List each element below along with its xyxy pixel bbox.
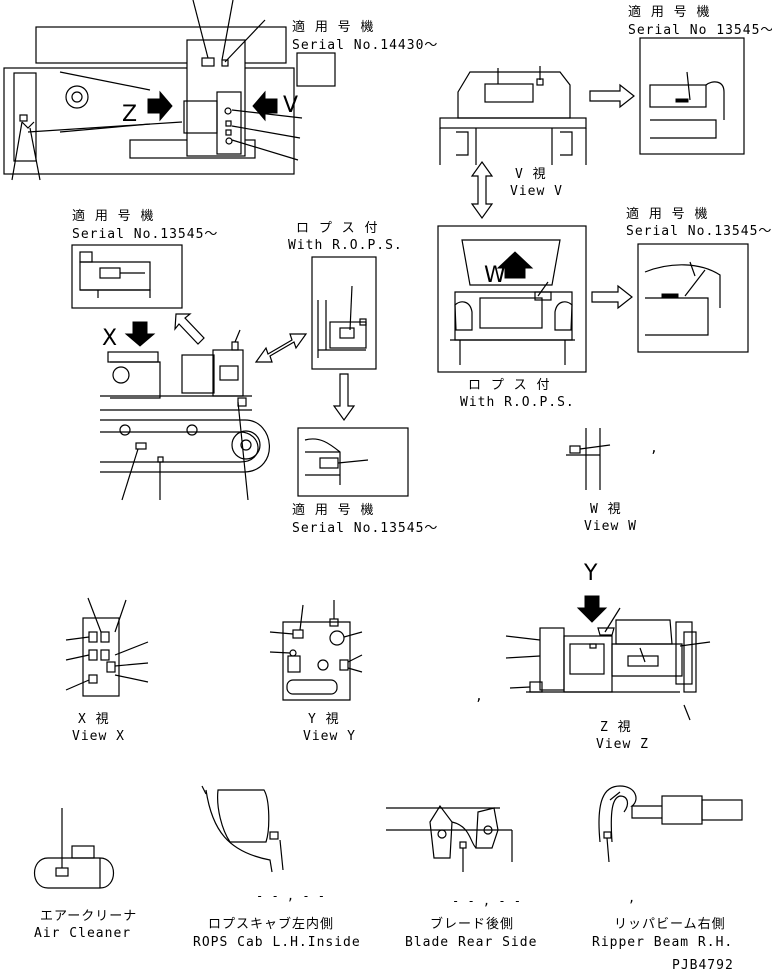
air-cleaner-jp: エアークリーナ [40, 909, 137, 924]
serial-label-en: Serial No 13545〜 [628, 23, 772, 38]
arrow-z: Z [122, 90, 173, 127]
view-x-jp: X 視 [78, 712, 110, 727]
view-v-drawing [439, 66, 587, 165]
view-z-jp: Z 視 [600, 720, 632, 735]
ripper-dot: , [628, 891, 636, 905]
view-z-drawing [505, 607, 711, 721]
serial-label-jp: 適 用 号 機 [628, 4, 710, 20]
view-y-jp: Y 視 [308, 712, 340, 727]
hollow-arrow-up-left [174, 313, 205, 345]
serial-label-jp: 適 用 号 機 [72, 208, 154, 224]
comma-mark: , [475, 689, 484, 704]
view-x-drawing [65, 597, 149, 697]
serial-box-left [71, 244, 183, 309]
serial-label-jp: 適 用 号 機 [292, 19, 374, 35]
blade-rear-drawing [386, 804, 513, 872]
ripper-jp: リッパビーム右側 [614, 917, 726, 932]
drawing-number: PJB4792 [672, 958, 734, 972]
ripper-beam-drawing [598, 785, 743, 863]
arrow-w-letter: W [484, 263, 506, 288]
rops-detail-box [311, 256, 377, 370]
serial-label-en: Serial No.13545〜 [292, 521, 438, 536]
rops-label-en: With R.O.P.S. [460, 395, 575, 410]
rops-cab-jp: ロプスキャブ左内側 [208, 916, 334, 932]
view-w-jp: W 視 [590, 502, 622, 517]
serial-label-en: Serial No.14430〜 [292, 38, 438, 53]
rops-label-en: With R.O.P.S. [288, 238, 403, 253]
blade-jp: ブレード後側 [430, 916, 514, 932]
arrow-v-to-detail [589, 83, 635, 109]
arrow-x-letter: X [102, 326, 117, 351]
serial-label-jp: 適 用 号 機 [292, 502, 374, 518]
double-arrow-diagonal [254, 333, 308, 363]
arrow-v: V [252, 90, 298, 122]
ripper-en: Ripper Beam R.H. [592, 935, 733, 950]
view-v-jp: V 視 [515, 167, 547, 182]
rops-label-jp: ロ プ ス 付 [468, 378, 550, 393]
rops-cab-en: ROPS Cab L.H.Inside [193, 935, 361, 950]
air-cleaner-en: Air Cleaner [34, 926, 131, 941]
blade-en: Blade Rear Side [405, 935, 537, 950]
blade-dots: - - , - - [452, 894, 522, 908]
view-y-drawing [269, 600, 363, 701]
arrow-y [576, 595, 608, 623]
air-cleaner-drawing [34, 808, 114, 889]
arrow-y-letter: Y [583, 561, 598, 586]
view-v-en: View V [510, 184, 563, 199]
view-w-drawing [437, 225, 587, 373]
detail-box-v [639, 37, 745, 155]
rops-label-jp: ロ プ ス 付 [296, 221, 378, 236]
serial-label-en: Serial No.13545〜 [626, 224, 772, 239]
detail-box-w [637, 243, 749, 353]
rops-cab-drawing [201, 785, 284, 873]
double-arrow-vertical [470, 160, 494, 220]
hollow-arrow-down [332, 373, 356, 422]
view-z-en: View Z [596, 737, 649, 752]
view-w-en: View W [584, 519, 637, 534]
arrow-w-to-detail [591, 284, 633, 310]
view-y-en: View Y [303, 729, 356, 744]
machine-top-view [3, 0, 336, 181]
arrow-z-letter: Z [122, 102, 137, 127]
serial-label-jp: 適 用 号 機 [626, 206, 708, 222]
detail-box-bottom-mid [297, 427, 409, 497]
view-w-small-detail [566, 428, 611, 490]
machine-side-view [100, 329, 270, 501]
serial-label-en: Serial No.13545〜 [72, 227, 218, 242]
view-x-en: View X [72, 729, 125, 744]
arrow-v-letter: V [283, 93, 298, 118]
arrow-x: X [102, 321, 156, 351]
rops-cab-dots: - - , - - [256, 889, 326, 903]
comma-mark: , [650, 441, 659, 456]
